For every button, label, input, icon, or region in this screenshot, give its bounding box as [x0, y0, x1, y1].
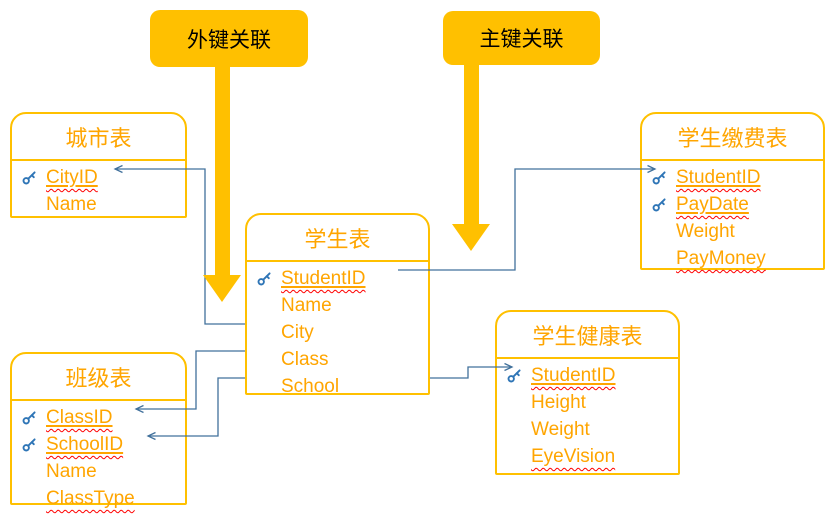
- primary-key-icon: [21, 170, 37, 186]
- field-name: StudentID: [281, 268, 366, 289]
- connector-studentid-payment: [398, 169, 655, 271]
- field-name: ClassID: [46, 407, 113, 428]
- primary-key-arrow-shaft: [464, 62, 479, 224]
- table-title: 班级表: [12, 354, 185, 401]
- primary-key-arrow-head: [452, 224, 490, 251]
- field-row: SchoolID: [12, 431, 185, 458]
- field-row: PayDate: [642, 191, 823, 218]
- health-table: 学生健康表 StudentID Height Weight EyeVision: [495, 310, 680, 475]
- field-name: CityID: [46, 167, 98, 188]
- field-name-wrap: CityID: [46, 167, 98, 188]
- field-list: ClassID SchoolID Name ClassType: [12, 401, 185, 512]
- student-table: 学生表 StudentID Name City Class School: [245, 213, 430, 397]
- field-name: PayMoney: [676, 248, 766, 269]
- field-name-wrap: ClassID: [46, 407, 113, 428]
- field-name: PayDate: [676, 194, 749, 215]
- foreign-key-banner: 外键关联: [150, 10, 308, 67]
- field-row: Weight: [642, 218, 823, 245]
- foreign-key-banner-label: 外键关联: [187, 28, 271, 52]
- field-name: Weight: [531, 419, 590, 440]
- field-row: ClassID: [12, 404, 185, 431]
- foreign-key-arrow-head: [203, 275, 241, 302]
- field-row: Name: [247, 292, 428, 319]
- field-name: Height: [531, 392, 586, 413]
- table-title: 学生缴费表: [642, 114, 823, 161]
- primary-key-banner-label: 主键关联: [479, 28, 564, 51]
- field-list: StudentID Height Weight EyeVision: [497, 359, 678, 470]
- field-name: ClassType: [46, 488, 135, 509]
- field-name: StudentID: [676, 167, 761, 188]
- field-row: StudentID: [642, 164, 823, 191]
- field-name: Weight: [676, 221, 735, 242]
- field-row: School: [247, 373, 428, 400]
- field-row: CityID: [12, 164, 185, 191]
- field-name: Name: [46, 194, 97, 215]
- field-row: PayMoney: [642, 245, 823, 272]
- primary-key-icon: [256, 271, 272, 287]
- primary-key-icon: [21, 437, 37, 453]
- field-row: StudentID: [497, 362, 678, 389]
- field-name-wrap: StudentID: [676, 167, 761, 188]
- field-row: Class: [247, 346, 428, 373]
- table-title: 学生健康表: [497, 312, 678, 359]
- primary-key-icon: [506, 368, 522, 384]
- field-name-wrap: StudentID: [531, 365, 616, 386]
- field-list: CityID Name: [12, 161, 185, 218]
- field-name-wrap: PayDate: [676, 194, 749, 215]
- primary-key-icon: [651, 197, 667, 213]
- primary-key-icon: [21, 410, 37, 426]
- field-name-wrap: StudentID: [281, 268, 366, 289]
- field-row: City: [247, 319, 428, 346]
- field-row: Name: [12, 191, 185, 218]
- class-table: 班级表 ClassID SchoolID Name ClassType: [10, 352, 187, 509]
- table-title: 学生表: [247, 215, 428, 262]
- field-row: Height: [497, 389, 678, 416]
- payment-table: 学生缴费表 StudentID PayDate Weight PayMoney: [640, 112, 825, 270]
- field-row: Weight: [497, 416, 678, 443]
- field-name: SchoolID: [46, 434, 124, 455]
- field-name: EyeVision: [531, 446, 616, 467]
- field-name: Name: [281, 295, 332, 316]
- field-list: StudentID Name City Class School: [247, 262, 428, 400]
- field-list: StudentID PayDate Weight PayMoney: [642, 161, 823, 272]
- field-name-wrap: SchoolID: [46, 434, 123, 455]
- field-row: EyeVision: [497, 443, 678, 470]
- field-name: StudentID: [531, 365, 616, 386]
- foreign-key-arrow-shaft: [215, 64, 230, 275]
- primary-key-icon: [651, 170, 667, 186]
- table-title: 城市表: [12, 114, 185, 161]
- primary-key-banner: 主键关联: [443, 11, 600, 65]
- field-name: School: [281, 376, 340, 397]
- field-name: Class: [281, 349, 329, 370]
- city-table: 城市表 CityID Name: [10, 112, 187, 218]
- field-row: Name: [12, 458, 185, 485]
- field-row: ClassType: [12, 485, 185, 512]
- field-name: Name: [46, 461, 97, 482]
- field-name: City: [281, 322, 314, 343]
- field-row: StudentID: [247, 265, 428, 292]
